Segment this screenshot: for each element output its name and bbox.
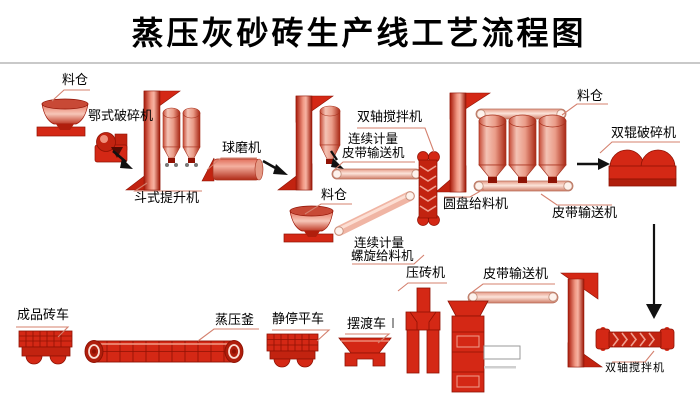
label-ball-mill: 球磨机 [222, 141, 262, 156]
twin-shaft-mixer-bottom-graphic [595, 327, 675, 351]
label-finished-brick-cart: 成品砖车 [17, 308, 70, 323]
brick-press-graphic [392, 287, 441, 374]
flow-arrow-jaw-to-elevator [112, 150, 133, 169]
bucket-elevator-2-graphic [277, 95, 334, 191]
label-belt-conveyor-right: 皮带输送机 [552, 206, 618, 221]
static-curing-cart-graphic [266, 333, 319, 368]
flow-arrow-mill-to-elevator [262, 159, 288, 175]
label-silo-top-right: 料仓 [577, 89, 604, 104]
label-belt-conveyor-bottom: 皮带输送机 [483, 267, 549, 282]
label-twin-shaft-mixer-top: 双轴搅拌机 [357, 110, 423, 125]
label-ferry-cart: 摆渡车 [347, 317, 387, 332]
twin-shaft-mixer-top-graphic [417, 151, 440, 226]
metering-belt-conveyor-graphic [331, 168, 422, 180]
label-autoclave: 蒸压釜 [215, 313, 255, 328]
ball-mill-graphic [201, 157, 264, 182]
label-brick-press: 压砖机 [406, 266, 446, 281]
label-silo-top-left: 料仓 [62, 73, 89, 88]
belt-conveyor-right-graphic [473, 180, 574, 192]
label-jaw-crusher: 鄂式破碎机 [88, 109, 154, 124]
three-silos-graphic [478, 114, 567, 183]
label-disc-feeder: 圆盘给料机 [443, 197, 509, 212]
label-continuous-metering-belt-line2: 皮带输送机 [342, 145, 405, 160]
flow-arrow-silos-to-crusher [577, 158, 610, 170]
finished-brick-cart-graphic [18, 330, 73, 365]
label-bucket-elevator: 斗式提升机 [134, 191, 200, 206]
label-silo-middle: 料仓 [321, 188, 348, 203]
autoclave-graphic [84, 340, 244, 363]
screw-feeder-graphic [334, 191, 415, 236]
label-continuous-metering-screw-line1: 连续计量 [354, 235, 405, 250]
press-tower-graphic [447, 300, 521, 393]
bucket-elevator-3-graphic [435, 92, 492, 193]
flow-arrow-silo-to-belt [330, 150, 344, 169]
twin-silos-graphic [162, 107, 201, 167]
bucket-elevator-4-graphic [560, 272, 603, 368]
flow-arrow-down-long [646, 224, 662, 319]
label-pointer-lines [16, 89, 680, 363]
label-double-roller-crusher: 双辊破碎机 [611, 126, 677, 141]
ferry-cart-graphic [338, 337, 392, 367]
label-continuous-metering-belt-line1: 连续计量 [348, 131, 399, 146]
label-static-curing-cart: 静停平车 [272, 312, 325, 327]
page-title: 蒸压灰砂砖生产线工艺流程图 [131, 14, 587, 52]
title-divider [0, 62, 700, 64]
label-continuous-metering-screw-line2: 螺旋给料机 [351, 248, 414, 263]
single-silo-graphic [319, 105, 341, 164]
feed-hopper-1-graphic [36, 98, 89, 137]
double-roller-crusher-graphic [608, 149, 677, 187]
belt-conveyor-bottom-graphic [467, 291, 559, 304]
bucket-elevator-1-graphic [125, 90, 181, 191]
feed-hopper-2-graphic [283, 205, 334, 243]
label-twin-shaft-mixer-bottom: 双轴搅拌机 [605, 361, 665, 374]
